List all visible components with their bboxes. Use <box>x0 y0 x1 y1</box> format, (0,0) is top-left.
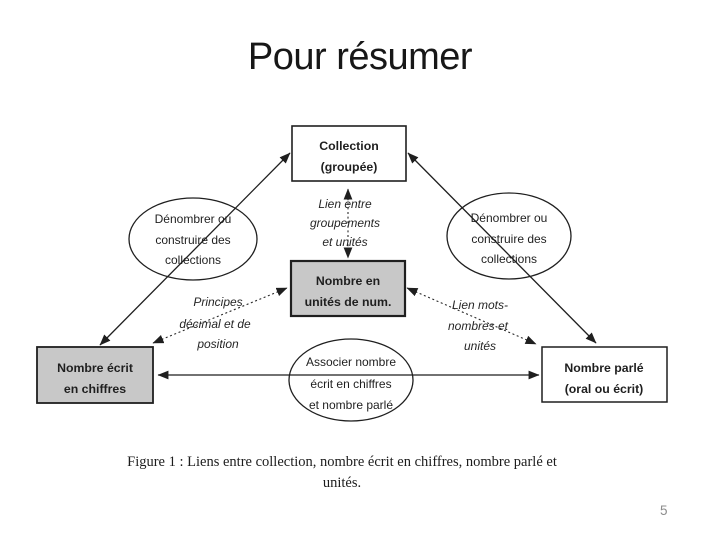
node-denombrer-gauche-ellipse <box>128 197 258 281</box>
node-nombre-ecrit-box <box>36 346 154 404</box>
node-nombre-parle-line2: (oral ou écrit) <box>565 382 644 396</box>
edge-label-principes: Principes décimal et de position <box>179 295 251 351</box>
node-denombrer-gauche-line1: Dénombrer ou <box>155 212 232 226</box>
page-number: 5 <box>660 503 668 518</box>
node-collection-line2: (groupée) <box>321 160 378 174</box>
node-nombre-ecrit: Nombre écrit en chiffres <box>36 346 154 404</box>
edge-label-lien-mots-line1: Lien mots- <box>452 298 508 312</box>
edge-label-lien-mots-line2: nombres et <box>448 319 509 333</box>
node-denombrer-droite-line3: collections <box>481 252 537 266</box>
node-denombrer-droite-ellipse <box>446 192 572 280</box>
arrow-parle-collection <box>407 152 597 344</box>
node-associer-line1: Associer nombre <box>306 355 396 369</box>
node-associer-line3: et nombre parlé <box>309 398 393 412</box>
node-denombrer-gauche: Dénombrer ou construire des collections <box>128 197 258 281</box>
edge-label-lien-groupements-line1: Lien entre <box>318 197 372 211</box>
figure-caption: Figure 1 : Liens entre collection, nombr… <box>0 452 684 494</box>
edge-label-lien-mots-line3: unités <box>464 339 496 353</box>
node-nombre-unites-line2: unités de num. <box>305 295 392 309</box>
node-associer: Associer nombre écrit en chiffres et nom… <box>288 338 414 422</box>
node-collection-box <box>291 125 407 182</box>
node-nombre-unites-box <box>289 259 407 318</box>
node-nombre-ecrit-line2: en chiffres <box>64 382 126 396</box>
slide-title: Pour résumer <box>247 36 473 78</box>
node-nombre-parle-box <box>541 346 668 403</box>
node-nombre-parle-line1: Nombre parlé <box>564 361 643 375</box>
node-nombre-ecrit-line1: Nombre écrit <box>57 361 133 375</box>
node-nombre-unites: Nombre en unités de num. <box>289 259 407 318</box>
edge-label-lien-mots: Lien mots- nombres et unités <box>448 298 509 353</box>
node-denombrer-droite-line2: construire des <box>471 232 546 246</box>
edge-label-principes-line1: Principes <box>193 295 242 309</box>
node-denombrer-gauche-line2: construire des <box>155 233 230 247</box>
figure-caption-line1: Figure 1 : Liens entre collection, nombr… <box>127 454 557 470</box>
edge-label-lien-groupements-line3: et unités <box>322 235 367 249</box>
dotted-arrow-ecrit-unites <box>152 287 288 344</box>
node-associer-line2: écrit en chiffres <box>310 377 391 391</box>
node-nombre-parle: Nombre parlé (oral ou écrit) <box>541 346 668 403</box>
node-denombrer-droite: Dénombrer ou construire des collections <box>446 192 572 280</box>
node-nombre-unites-line1: Nombre en <box>316 274 380 288</box>
node-denombrer-gauche-line3: collections <box>165 253 221 267</box>
edge-label-principes-line3: position <box>196 337 239 351</box>
edge-label-lien-groupements: Lien entre groupements et unités <box>310 197 380 249</box>
node-associer-ellipse <box>288 338 414 422</box>
edge-label-lien-groupements-line2: groupements <box>310 216 380 230</box>
arrow-ecrit-collection <box>99 152 291 346</box>
node-denombrer-droite-line1: Dénombrer ou <box>471 211 548 225</box>
edge-label-principes-line2: décimal et de <box>179 317 251 331</box>
dotted-arrow-unites-parle <box>406 287 537 345</box>
node-collection-line1: Collection <box>319 139 378 153</box>
node-collection: Collection (groupée) <box>291 125 407 182</box>
figure-caption-line2: unités. <box>322 475 362 491</box>
